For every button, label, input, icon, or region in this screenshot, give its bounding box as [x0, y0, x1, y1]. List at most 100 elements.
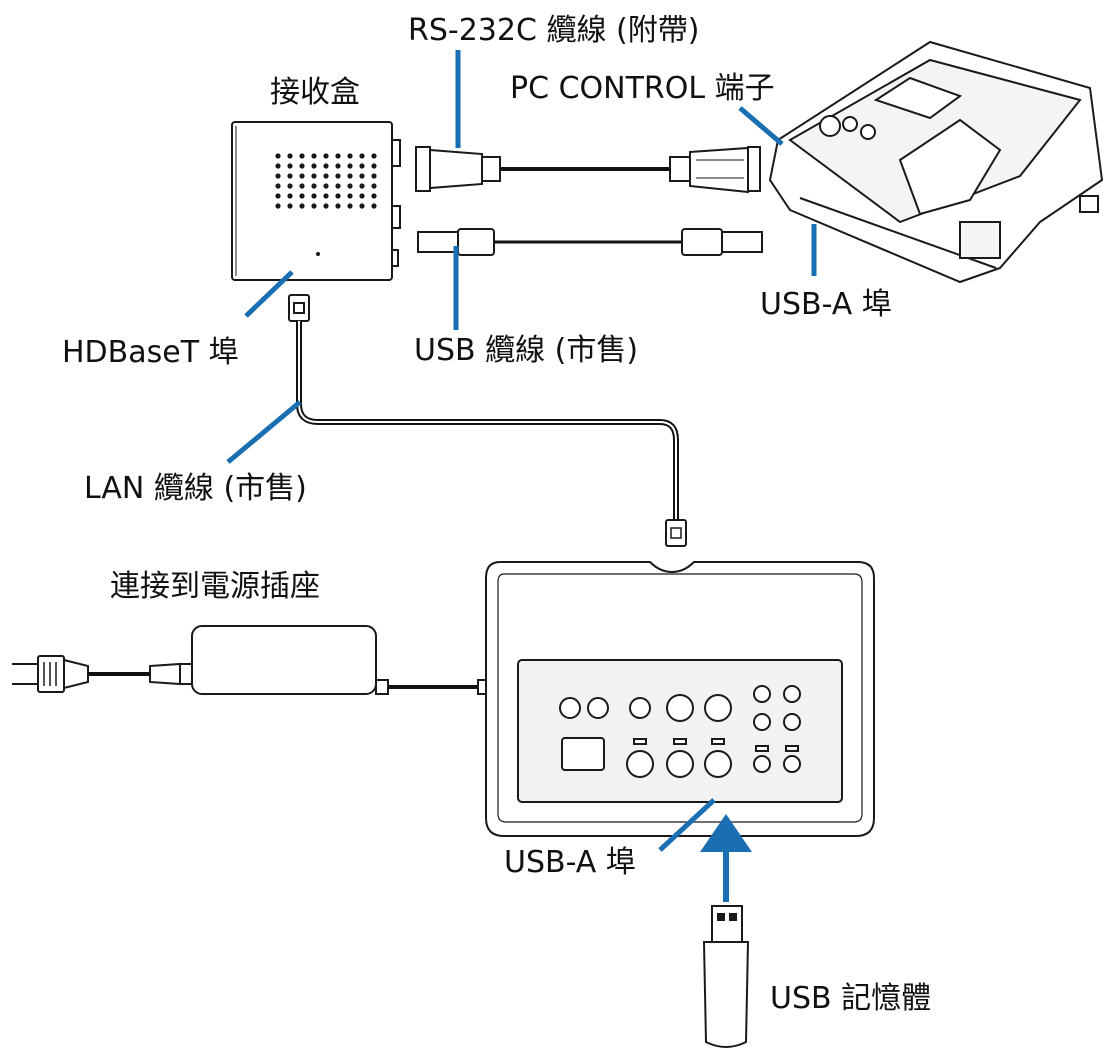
vent-hole [311, 203, 317, 209]
receiver-vent-grid [275, 153, 377, 209]
vent-hole [323, 193, 329, 199]
rs232c-cable-label: RS-232C 纜線 (附帶) [408, 13, 700, 48]
vent-hole [347, 163, 353, 169]
vent-hole [287, 193, 293, 199]
vent-hole [275, 203, 281, 209]
vent-hole [335, 163, 341, 169]
projector [768, 40, 1104, 284]
vent-hole [323, 183, 329, 189]
vent-hole [371, 183, 377, 189]
vent-hole [299, 193, 305, 199]
vent-hole [335, 193, 341, 199]
jack-indicator [673, 738, 687, 745]
vent-hole [299, 163, 305, 169]
vent-hole [359, 203, 365, 209]
insert-arrow [700, 814, 752, 902]
vent-hole [371, 203, 377, 209]
vent-hole [275, 183, 281, 189]
vent-hole [299, 203, 305, 209]
vent-hole [287, 173, 293, 179]
vent-hole [335, 203, 341, 209]
vent-hole [359, 193, 365, 199]
vent-hole [371, 163, 377, 169]
vent-hole [359, 163, 365, 169]
pc-control-port-label: PC CONTROL 端子 [510, 71, 775, 106]
hdbaset-jack [288, 294, 310, 322]
panel-jack [559, 697, 581, 719]
panel-jack [704, 694, 732, 722]
vent-hole [323, 153, 329, 159]
jack-indicator [785, 745, 799, 752]
leader-lan [226, 400, 302, 464]
receiver-box-label: 接收盒 [270, 75, 360, 110]
vent-hole [275, 163, 281, 169]
rs232c-cable [415, 146, 761, 194]
vent-hole [335, 183, 341, 189]
vent-hole [323, 173, 329, 179]
leader-pc-control [738, 106, 784, 146]
usb-cable-label: USB 纜線 (市售) [414, 333, 639, 368]
vent-hole [311, 153, 317, 159]
leader-hdbaset [244, 270, 294, 318]
jack-indicator [755, 745, 769, 752]
usb-cable [417, 228, 763, 256]
receiver-indicator [316, 252, 320, 256]
panel-jack [666, 694, 694, 722]
power-adapter [12, 625, 491, 695]
vent-hole [347, 183, 353, 189]
vent-hole [299, 173, 305, 179]
panel-jack [629, 697, 651, 719]
vent-hole [359, 153, 365, 159]
vent-hole [311, 193, 317, 199]
vent-hole [299, 183, 305, 189]
vent-hole [323, 163, 329, 169]
vent-hole [359, 173, 365, 179]
vent-hole [275, 193, 281, 199]
usb-memory-label: USB 記憶體 [770, 981, 932, 1016]
power-outlet-label: 連接到電源插座 [110, 569, 320, 604]
jack-indicator [633, 738, 647, 745]
vent-hole [359, 183, 365, 189]
leader-lines [226, 50, 817, 852]
vent-hole [371, 193, 377, 199]
transmitter-panel-jacks [559, 685, 801, 778]
leader-usb-a-transmitter [658, 798, 716, 852]
panel-jack [753, 755, 771, 773]
vent-hole [287, 153, 293, 159]
receiver-box [231, 121, 401, 281]
panel-jack [666, 750, 694, 778]
vent-hole [311, 173, 317, 179]
vent-hole [287, 163, 293, 169]
panel-jack [753, 685, 771, 703]
panel-jack [704, 750, 732, 778]
vent-hole [287, 203, 293, 209]
vent-hole [371, 173, 377, 179]
vent-hole [275, 153, 281, 159]
jack-indicator [711, 738, 725, 745]
vent-hole [347, 153, 353, 159]
vent-hole [275, 173, 281, 179]
panel-jack [783, 713, 801, 731]
vent-hole [287, 183, 293, 189]
vent-hole [347, 203, 353, 209]
vent-hole [335, 153, 341, 159]
hdbaset-port-label: HDBaseT 埠 [62, 335, 239, 370]
vent-hole [323, 203, 329, 209]
usb-a-port-transmitter-label: USB-A 埠 [504, 845, 636, 880]
panel-jack [783, 685, 801, 703]
vent-hole [347, 193, 353, 199]
usb-a-port-projector-label: USB-A 埠 [760, 287, 892, 322]
usb-memory-stick [702, 905, 750, 1048]
panel-jack [753, 713, 771, 731]
panel-jack [587, 697, 609, 719]
panel-jack [626, 750, 654, 778]
lan-cable [296, 321, 687, 547]
vent-hole [335, 173, 341, 179]
vent-hole [299, 153, 305, 159]
lan-cable-label: LAN 纜線 (市售) [84, 471, 307, 506]
panel-jack [783, 755, 801, 773]
vent-hole [347, 173, 353, 179]
vent-hole [311, 183, 317, 189]
